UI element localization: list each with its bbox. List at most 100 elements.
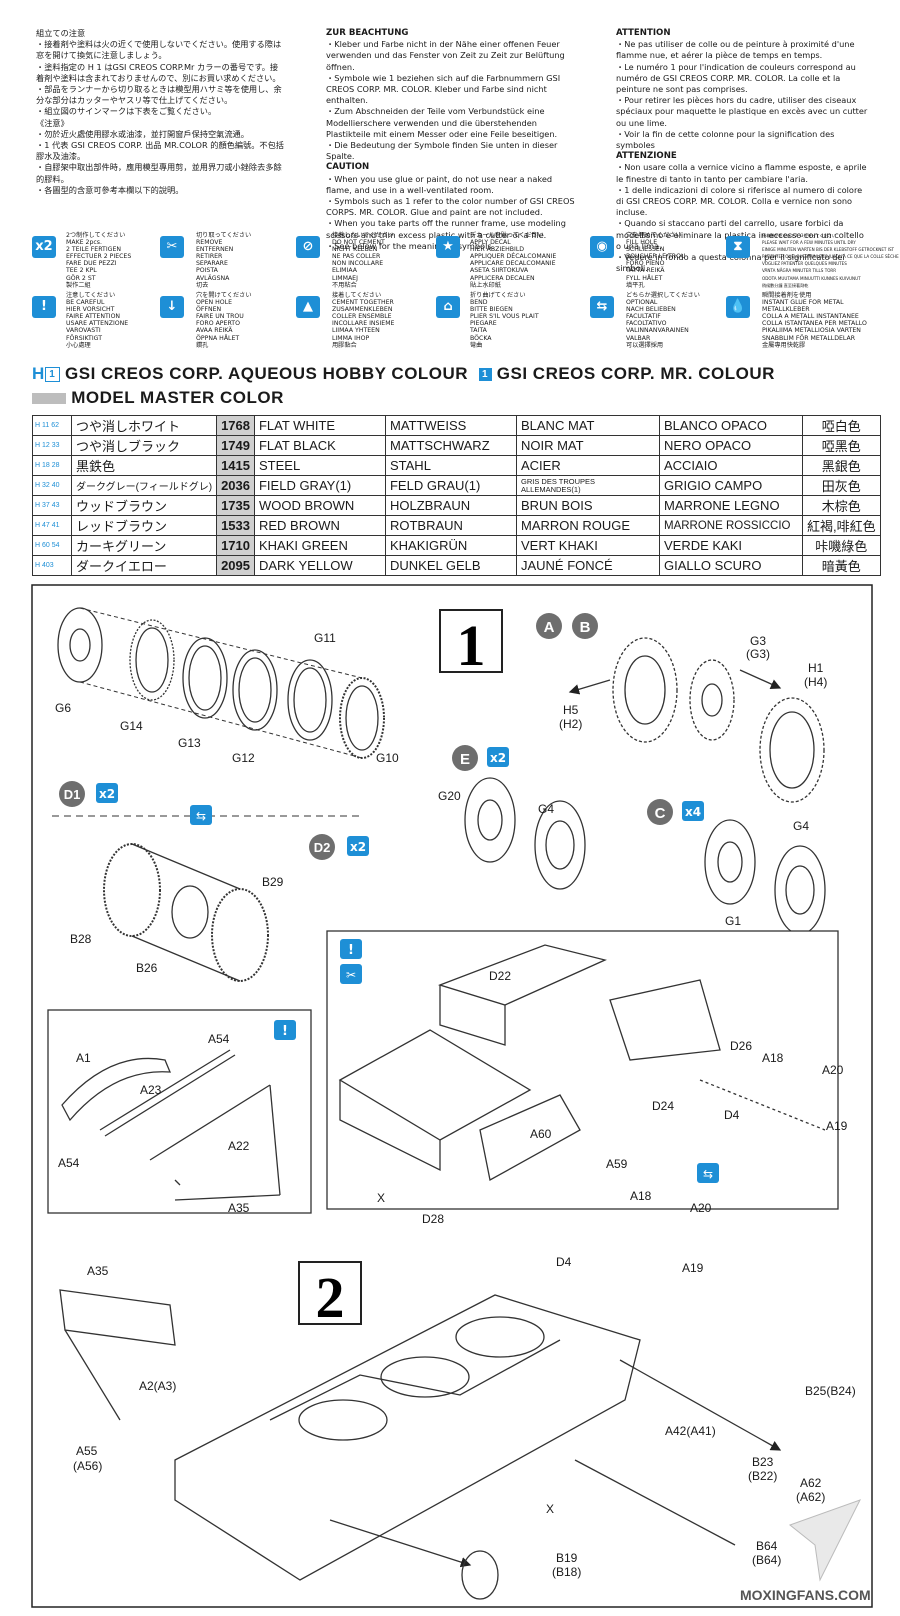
careful-icon-inset-right <box>340 939 362 959</box>
sub-step-d2-label: D2 <box>314 840 331 855</box>
color-name-de: MATTSCHWARZ <box>384 435 517 456</box>
watermark-text: MOXINGFANS.COM <box>740 1587 871 1603</box>
symbol-text-make-2: 2つ制作してください MAKE 2pcs. 2 TEILE FERTIGEN E… <box>66 232 132 289</box>
note-zh-4: 各圖型的含意可參考本欄以下的說明。 <box>36 185 286 196</box>
color-name-zh: 啞白色 <box>801 415 881 436</box>
part-label-g20: G20 <box>438 789 461 803</box>
symbol-text-apply-decal: デカールを貼ってください APPLY DECAL HIER ABZIEHBILD… <box>470 232 557 289</box>
road-wheel-c <box>704 819 826 935</box>
part-label-a54-bottom: A54 <box>58 1156 80 1170</box>
inset-left-box <box>47 1009 312 1214</box>
d1-x2-icon <box>96 783 118 803</box>
cut-off-glyph-inset-right: ✂ <box>346 968 356 982</box>
cement-icon: ▲ <box>296 296 320 318</box>
color-name-it: MARRONE ROSSICCIO <box>658 515 803 536</box>
color-name-it: GIALLO SCURO <box>658 555 803 576</box>
sub-step-e-badge <box>452 745 478 771</box>
color-name-ja: つや消しホワイト <box>70 415 218 436</box>
color-name-fr: VERT KHAKI <box>515 535 660 556</box>
symbol-legend: x2 2つ制作してください MAKE 2pcs. 2 TEILE FERTIGE… <box>0 232 900 352</box>
note-ja-4: 組立図のサインマークは下表をご覧ください。 <box>36 106 286 117</box>
step-1-number: 1 <box>457 613 486 678</box>
variant-a-label: A <box>544 619 555 636</box>
part-label-a55: A55 <box>76 1444 98 1458</box>
part-label-b18: (B18) <box>552 1565 581 1579</box>
color-name-ja: ウッドブラウン <box>70 495 218 516</box>
part-label-d4-lower: D4 <box>556 1255 572 1269</box>
color-name-ja: 黒鉄色 <box>70 455 218 476</box>
idler-wheel-e <box>464 777 586 890</box>
part-label-a42-a41: A42(A41) <box>665 1424 716 1438</box>
d1-x2-label: x2 <box>99 787 115 801</box>
part-label-a18-upper: A18 <box>762 1051 784 1065</box>
model-master-legend: MODEL MASTER COLOR <box>32 388 284 408</box>
color-name-fr: BLANC MAT <box>515 415 660 436</box>
color-name-ja: ダークイエロー <box>70 555 218 576</box>
notes-japanese-chinese: 組立ての注意 接着剤や塗料は火の近くで使用しないでください。使用する際は窓を開け… <box>36 28 286 196</box>
e-x2-label: x2 <box>490 751 506 765</box>
assembly-diagram: G6 G14 G13 G12 G11 G10 1 A B G3 (G3) H1 … <box>31 584 873 1608</box>
note-en-3: When you take parts off the runner frame… <box>326 218 576 240</box>
color-name-ja: カーキグリーン <box>70 535 218 556</box>
color-name-de: KHAKIGRÜN <box>384 535 517 556</box>
mr-color-box-icon: 1 <box>478 368 492 382</box>
cut-off-icon: ✂ <box>160 236 184 258</box>
sub-step-d1-label: D1 <box>64 787 81 802</box>
wait-icon: ⧗ <box>726 236 750 258</box>
color-name-it: MARRONE LEGNO <box>658 495 803 516</box>
part-label-d22: D22 <box>489 969 511 983</box>
part-label-a60: A60 <box>530 1127 552 1141</box>
model-master-number: 1533 <box>216 515 255 536</box>
part-label-b64: B64 <box>756 1539 778 1553</box>
road-wheel-explode <box>57 607 385 759</box>
part-label-a62: A62 <box>800 1476 822 1490</box>
part-label-d24: D24 <box>652 1099 674 1113</box>
color-name-ja: つや消しブラック <box>70 435 218 456</box>
note-en-title: CAUTION <box>326 162 370 173</box>
model-master-number: 1735 <box>216 495 255 516</box>
color-name-it: ACCIAIO <box>658 455 803 476</box>
optional-glyph-inset-right: ⇆ <box>703 1167 713 1181</box>
mr-color-label: GSI CREOS CORP. MR. COLOUR <box>496 364 775 383</box>
part-label-g3: G3 <box>750 634 766 648</box>
part-label-b26: B26 <box>136 961 158 975</box>
sub-step-d1-badge <box>59 781 85 807</box>
bend-icon: ⌂ <box>436 296 460 318</box>
note-en-4: See below for the meaning of symbols. <box>326 241 576 252</box>
color-name-it: NERO OPACO <box>658 435 803 456</box>
variant-a-badge <box>536 613 562 639</box>
color-name-zh: 暗黃色 <box>801 555 881 576</box>
e-x2-icon <box>487 747 509 767</box>
note-de-3: Zum Abschneiden der Teile vom Verbundstü… <box>326 106 576 140</box>
part-label-g13: G13 <box>178 736 201 750</box>
color-name-fr: ACIER <box>515 455 660 476</box>
part-label-g4-c: G4 <box>793 819 809 833</box>
symbol-text-fill-hole: 穴を埋めてください FILL HOLE SCHLIESSEN BOUCHER L… <box>626 232 686 289</box>
watermark-logo-icon <box>788 1499 862 1582</box>
part-label-a59: A59 <box>606 1157 628 1171</box>
part-label-a54-top: A54 <box>208 1032 230 1046</box>
color-name-it: VERDE KAKI <box>658 535 803 556</box>
optional-icon-inset-right <box>697 1163 719 1183</box>
note-it-title: ATTENZIONE <box>616 151 677 162</box>
color-name-zh: 木棕色 <box>801 495 881 516</box>
note-fr-2: Le numéro 1 pour l'indication de couleur… <box>616 62 868 96</box>
decal-icon: ★ <box>436 236 460 258</box>
front-wheel <box>103 843 269 982</box>
color-name-fr: MARRON ROUGE <box>515 515 660 536</box>
color-name-en: RED BROWN <box>253 515 386 536</box>
optional-icon-step1 <box>190 805 212 825</box>
color-name-en: STEEL <box>253 455 386 476</box>
model-master-label: MODEL MASTER COLOR <box>71 388 284 407</box>
part-label-a19-upper: A19 <box>826 1119 848 1133</box>
color-code: H 37 43 <box>32 495 72 516</box>
careful-icon: ! <box>32 296 56 318</box>
part-label-a23: A23 <box>140 1083 162 1097</box>
cut-off-icon-inset-right <box>340 964 362 984</box>
note-ja-2: 塗料指定の H 1 はGSI CREOS CORP.Mr カラーの番号です。接着… <box>36 62 286 84</box>
note-it-2: 1 delle indicazioni di colore si riferis… <box>616 185 868 219</box>
color-name-de: DUNKEL GELB <box>384 555 517 576</box>
part-label-g12: G12 <box>232 751 255 765</box>
